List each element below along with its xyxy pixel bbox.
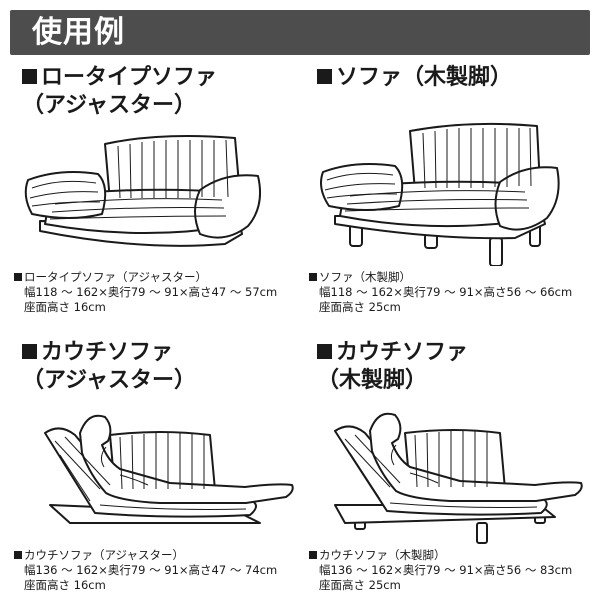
usage-example-low-sofa: ロータイプソファ （アジャスター） ロータイプソファ（アジャスター） 幅118 … [10,60,300,330]
square-bullet-icon [309,273,317,281]
usage-example-wood-leg-sofa: ソファ（木製脚） ソファ（木製脚） 幅118 ～ 162×奥行 [305,60,595,330]
example-subtitle: （アジャスター） [22,93,197,118]
example-title: カウチソファ [22,339,173,367]
section-header: 使用例 [10,10,590,55]
couch-wood-leg-illustration [334,412,583,544]
spec-dimensions: 幅118 ～ 162×奥行79 ～ 91×高さ56 ～ 66cm [319,285,573,299]
usage-example-couch-adjuster: カウチソファ （アジャスター） カウチソファ（アジャスター） 幅136 ～ 16… [10,335,300,605]
spec-block: カウチソファ（アジャスター） 幅136 ～ 162×奥行79 ～ 91×高さ47… [14,548,277,593]
square-bullet-icon [14,551,22,559]
example-title: ソファ（木製脚） [317,64,512,92]
example-title: ロータイプソファ [22,64,217,92]
section-title: 使用例 [32,15,125,50]
spec-dimensions: 幅136 ～ 162×奥行79 ～ 91×高さ56 ～ 83cm [319,563,573,577]
square-bullet-icon [14,273,22,281]
spec-seat-height: 座面高さ 25cm [319,578,401,592]
spec-name: カウチソファ（木製脚） [319,548,446,562]
example-subtitle: （アジャスター） [22,368,197,393]
example-subtitle: （木製脚） [317,368,428,393]
square-bullet-icon [317,69,332,84]
spec-name: カウチソファ（アジャスター） [24,548,184,562]
spec-block: ソファ（木製脚） 幅118 ～ 162×奥行79 ～ 91×高さ56 ～ 66c… [309,270,572,315]
spec-block: カウチソファ（木製脚） 幅136 ～ 162×奥行79 ～ 91×高さ56 ～ … [309,548,572,593]
wood-leg-sofa-illustration [320,122,560,266]
square-bullet-icon [22,344,37,359]
spec-seat-height: 座面高さ 25cm [319,300,401,314]
couch-adjuster-illustration [44,414,294,524]
square-bullet-icon [22,69,37,84]
spec-seat-height: 座面高さ 16cm [24,578,106,592]
spec-dimensions: 幅136 ～ 162×奥行79 ～ 91×高さ47 ～ 74cm [24,563,278,577]
example-title: カウチソファ [317,339,468,367]
usage-example-couch-wood-leg: カウチソファ （木製脚） カウチソファ（木製脚） 幅136 ～ 162×奥行79… [305,335,595,605]
spec-name: ロータイプソファ（アジャスター） [24,270,207,284]
spec-name: ソファ（木製脚） [319,270,411,284]
low-sofa-illustration [24,135,261,247]
spec-block: ロータイプソファ（アジャスター） 幅118 ～ 162×奥行79 ～ 91×高さ… [14,270,277,315]
spec-seat-height: 座面高さ 16cm [24,300,106,314]
spec-dimensions: 幅118 ～ 162×奥行79 ～ 91×高さ47 ～ 57cm [24,285,278,299]
square-bullet-icon [317,344,332,359]
square-bullet-icon [309,551,317,559]
